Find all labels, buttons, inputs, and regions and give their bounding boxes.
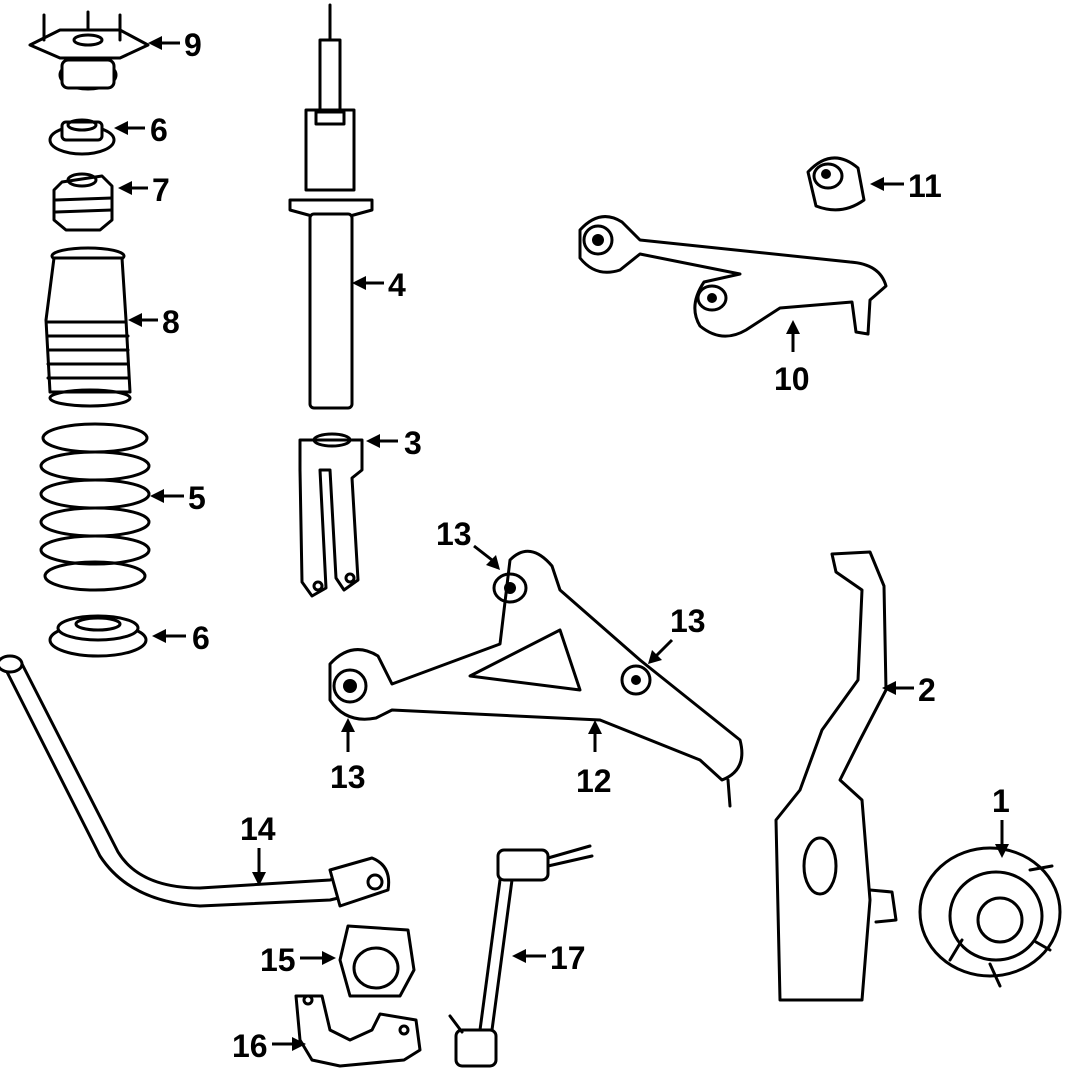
callout-5: 5	[188, 480, 206, 516]
hub-bearing-part	[918, 846, 1062, 988]
stabilizer-bar-part	[0, 654, 391, 908]
callout-3: 3	[404, 425, 422, 461]
dust-boot-part	[44, 246, 132, 408]
callout-16: 16	[232, 1028, 268, 1064]
callout-6-upper: 6	[150, 112, 168, 148]
lower-control-arm-part	[328, 549, 744, 808]
strut-fork-part	[298, 432, 364, 598]
callout-9: 9	[184, 27, 202, 63]
callout-labels: 9 6 7 8 4 3 5 6 11 10 13 13 13 12 2 1 14…	[150, 27, 1010, 1064]
strut-mount-part	[28, 10, 150, 91]
callout-1: 1	[992, 783, 1010, 819]
strut-assembly-part	[288, 3, 374, 410]
callout-11: 11	[908, 168, 942, 204]
callout-2: 2	[918, 672, 936, 708]
stabilizer-bracket-part	[294, 994, 422, 1068]
spring-isolator-lower-part	[48, 614, 148, 658]
callout-15: 15	[260, 942, 296, 978]
callout-13-bottom: 13	[330, 759, 366, 795]
upper-arm-bushing-part	[806, 156, 866, 212]
steering-knuckle-part	[774, 550, 898, 1002]
callout-13-right: 13	[670, 603, 706, 639]
callout-17: 17	[550, 940, 586, 976]
spring-isolator-upper-part	[48, 118, 116, 156]
upper-control-arm-part	[578, 215, 888, 338]
callout-4: 4	[388, 267, 406, 303]
jounce-bumper-part	[52, 172, 114, 232]
callout-leaders	[114, 36, 1009, 1051]
callout-10: 10	[774, 361, 810, 397]
stabilizer-link-part	[448, 844, 594, 1068]
callout-6-lower: 6	[192, 620, 210, 656]
coil-spring-part	[39, 422, 151, 592]
callout-8: 8	[162, 304, 180, 340]
callout-12: 12	[576, 763, 612, 799]
stabilizer-bushing-part	[338, 924, 416, 998]
callout-14: 14	[240, 811, 276, 847]
callout-13-top: 13	[436, 516, 472, 552]
callout-7: 7	[152, 172, 170, 208]
